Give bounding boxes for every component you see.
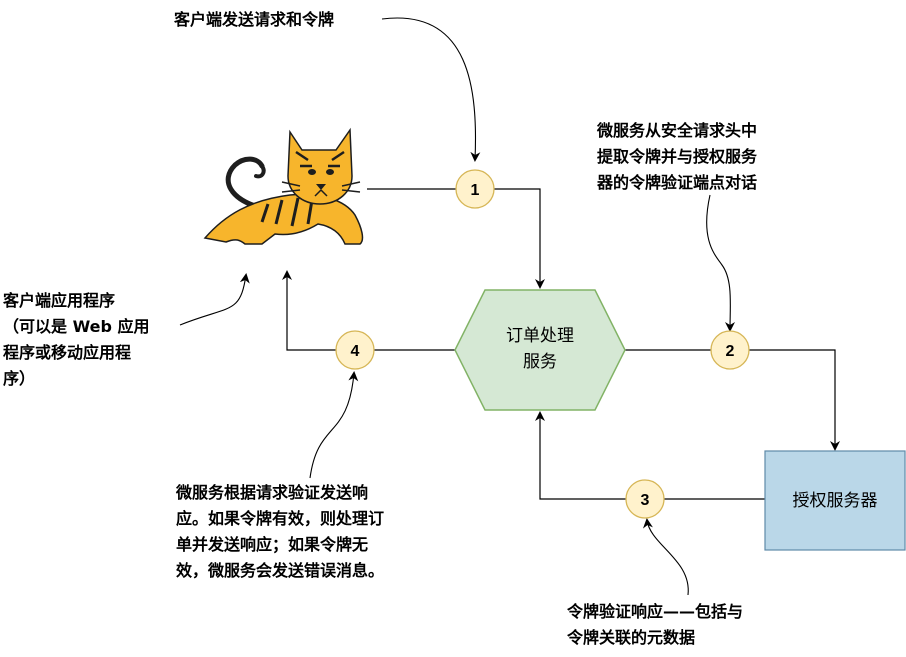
- annotation-token-response-line2: 令牌关联的元数据: [567, 628, 696, 647]
- annotation-validate-response-line2: 应。如果令牌有效，则处理订: [176, 509, 385, 528]
- callout-token-response: [643, 518, 689, 596]
- auth-server-node: 授权服务器: [764, 450, 906, 551]
- step-2-number: 2: [726, 343, 735, 360]
- annotation-client-request-line1: 客户端发送请求和令牌: [174, 10, 335, 29]
- annotation-client-app: 客户端应用程序 （可以是 Web 应用 程序或移动应用程 序）: [3, 288, 150, 392]
- connector-service-to-auth: [625, 349, 840, 451]
- auth-server-label: 授权服务器: [793, 491, 878, 511]
- step-2-badge: 2: [710, 330, 750, 370]
- step-3-badge: 3: [625, 479, 665, 519]
- callout-client-request: [381, 17, 481, 162]
- step-4-badge: 4: [335, 330, 375, 370]
- annotation-validate-response-line3: 单并发送响应；如果令牌无: [176, 535, 369, 554]
- annotation-client-app-line1: 客户端应用程序: [3, 291, 116, 310]
- order-service-label-line1: 订单处理: [506, 326, 574, 346]
- annotation-client-app-line4: 序）: [3, 369, 36, 388]
- annotation-token-response: 令牌验证响应——包括与 令牌关联的元数据: [567, 599, 743, 651]
- auth-server-box: [764, 450, 906, 551]
- order-service-hexagon: [454, 289, 626, 411]
- annotation-client-app-line2: （可以是 Web 应用: [3, 317, 150, 336]
- annotation-validate-response-line4: 效，微服务会发送错误消息。: [176, 561, 385, 580]
- annotation-microservice-extract-line1: 微服务从安全请求头中: [597, 121, 758, 140]
- connector-client-to-service: [367, 188, 545, 289]
- annotation-client-request: 客户端发送请求和令牌: [174, 7, 334, 33]
- tomcat-cat-icon: [203, 127, 364, 245]
- annotation-client-app-line3: 程序或移动应用程: [3, 343, 132, 362]
- step-3-number: 3: [641, 492, 650, 509]
- annotation-microservice-extract-line3: 器的令牌验证端点对话: [597, 173, 758, 192]
- step-4-number: 4: [351, 343, 360, 360]
- annotation-microservice-extract-line2: 提取令牌并与授权服务: [597, 147, 758, 166]
- annotation-token-response-line1: 令牌验证响应——包括与: [567, 602, 744, 621]
- callout-microservice-extract: [706, 194, 736, 332]
- annotation-microservice-extract: 微服务从安全请求头中 提取令牌并与授权服务 器的令牌验证端点对话: [597, 118, 757, 196]
- annotation-validate-response-line1: 微服务根据请求验证发送响: [176, 483, 369, 502]
- order-service-node: 订单处理 服务: [454, 289, 626, 411]
- order-service-label-line2: 服务: [523, 352, 557, 372]
- connector-service-to-client: [282, 270, 455, 351]
- callout-validate-response: [309, 371, 359, 479]
- step-1-badge: 1: [455, 169, 495, 209]
- annotation-validate-response: 微服务根据请求验证发送响 应。如果令牌有效，则处理订 单并发送响应；如果令牌无 …: [176, 480, 384, 584]
- step-1-number: 1: [471, 182, 480, 199]
- callout-client-app: [179, 273, 250, 326]
- connector-auth-to-service: [535, 411, 765, 500]
